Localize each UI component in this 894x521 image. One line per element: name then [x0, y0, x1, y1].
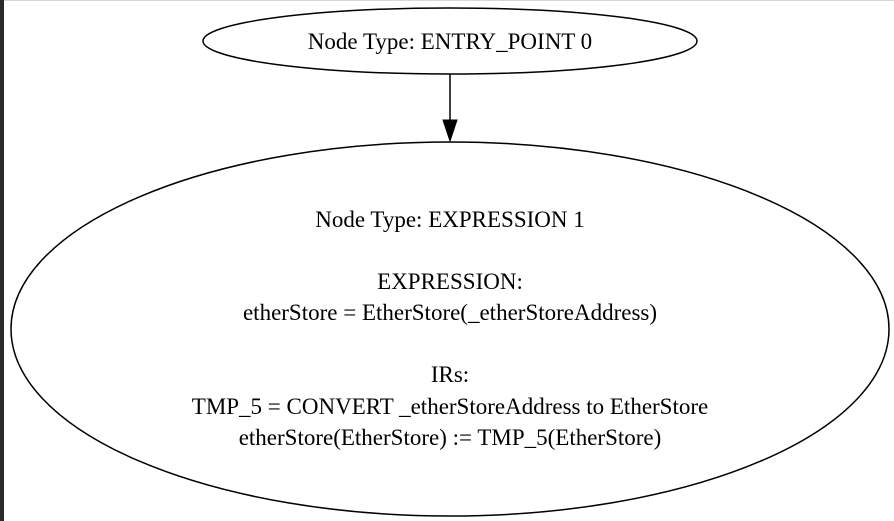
expression-node-type: Node Type: EXPRESSION 1: [315, 207, 585, 232]
arrowhead-icon: [442, 119, 458, 143]
ir-line-1: TMP_5 = CONVERT _etherStoreAddress to Et…: [192, 394, 708, 419]
ir-line-2: etherStore(EtherStore) := TMP_5(EtherSto…: [239, 425, 662, 450]
edge-entry-to-expression: [442, 74, 458, 143]
expression-node-shape: [10, 141, 890, 517]
node-entry-point: Node Type: ENTRY_POINT 0: [202, 7, 698, 75]
expression-heading: EXPRESSION:: [377, 269, 523, 294]
irs-heading: IRs:: [431, 362, 469, 387]
entry-node-label: Node Type: ENTRY_POINT 0: [308, 29, 592, 54]
expression-text: etherStore = EtherStore(_etherStoreAddre…: [243, 300, 657, 325]
node-expression-1: Node Type: EXPRESSION 1 EXPRESSION: ethe…: [10, 141, 890, 517]
left-border: [0, 0, 4, 521]
